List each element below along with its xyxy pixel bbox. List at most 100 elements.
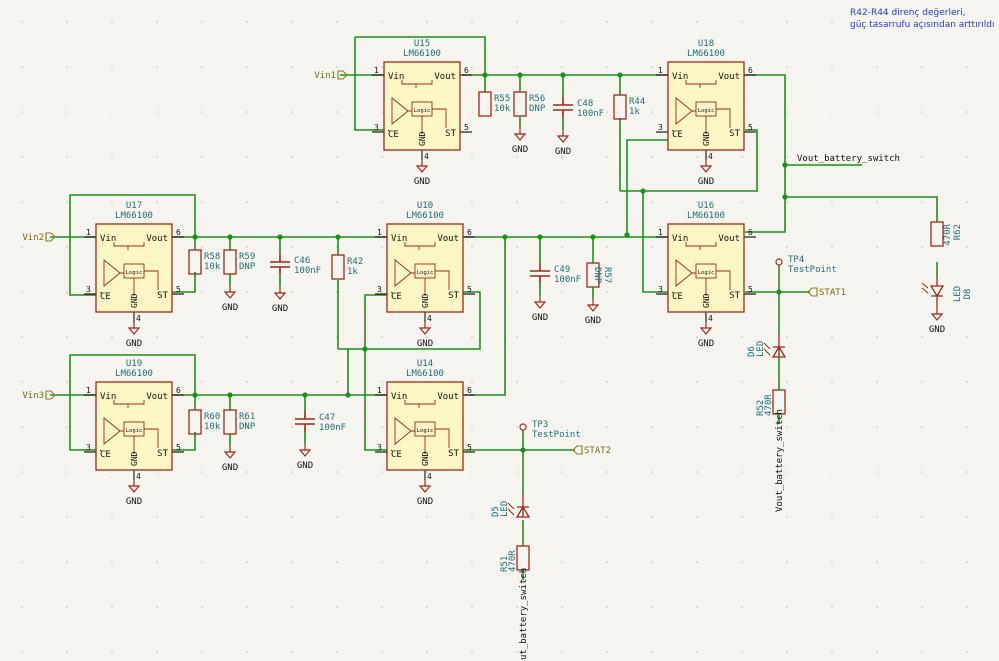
ic-designator: U14	[417, 359, 433, 369]
ic-designator: U19	[126, 359, 142, 369]
junction-dot	[782, 194, 788, 200]
designator: R62	[953, 224, 963, 240]
pin-number: 1	[86, 386, 91, 395]
gnd-symbol: GND	[929, 308, 945, 335]
designator: R51	[500, 556, 510, 572]
pin-number: 4	[427, 472, 432, 481]
value: 10k	[204, 262, 221, 272]
svg-text:R42-R44 direnç değerleri,: R42-R44 direnç değerleri,	[850, 8, 966, 18]
port-stat2[interactable]: STAT2	[572, 445, 611, 456]
pin-number: 5	[464, 123, 469, 132]
pin-vin-label: Vin	[388, 72, 404, 82]
designator: C47	[319, 413, 335, 423]
junction-dot	[537, 234, 543, 240]
pin-gnd-label: GND	[421, 451, 430, 466]
logic-label: Logic	[126, 270, 143, 276]
net-label-vout: Vout_battery_switch	[797, 154, 900, 164]
gnd-label: GND	[222, 463, 238, 473]
designator: D6	[747, 346, 757, 357]
designator: R42	[347, 257, 363, 267]
gnd-symbol: GND	[417, 322, 433, 349]
pin-number: 1	[377, 228, 382, 237]
pin-number: 3	[377, 443, 382, 452]
wire	[745, 74, 786, 233]
gnd-symbol: GND	[297, 444, 313, 471]
ic-designator: U16	[698, 201, 714, 211]
wire	[172, 272, 196, 293]
value: 100nF	[319, 423, 346, 433]
pin-st-label: ST	[445, 129, 456, 139]
gnd-label: GND	[585, 316, 601, 326]
wire	[364, 294, 387, 349]
gnd-symbol: GND	[417, 480, 433, 507]
designator: R52	[756, 400, 766, 416]
logic-label: Logic	[417, 428, 434, 434]
pin-st-label: ST	[157, 291, 168, 301]
pin-st-label: ST	[729, 291, 740, 301]
gnd-symbol: GND	[555, 130, 571, 157]
value: LED	[756, 341, 766, 357]
gnd-label: GND	[417, 339, 433, 349]
ic-designator: U17	[126, 201, 142, 211]
pin-ce-label: CE	[388, 130, 399, 140]
wire	[69, 354, 196, 395]
pin-number: 1	[374, 66, 379, 75]
port-vin2[interactable]: Vin2	[22, 232, 56, 243]
pin-number: 3	[86, 285, 91, 294]
value: 1k	[629, 107, 640, 117]
wire	[642, 191, 668, 293]
port-vin3[interactable]: Vin3	[22, 390, 56, 401]
designator: R44	[629, 97, 645, 107]
pin-number: 5	[467, 285, 472, 294]
pin-gnd-label: GND	[418, 131, 427, 146]
ic-value: LM66100	[406, 211, 444, 221]
pin-vin-label: Vin	[391, 392, 407, 402]
wire	[69, 395, 96, 451]
value: DNP	[239, 422, 256, 432]
gnd-label: GND	[532, 313, 548, 323]
gnd-label: GND	[126, 497, 142, 507]
value: DNP	[239, 262, 256, 272]
wire	[620, 129, 758, 192]
net-label-vout-d5: ut_battery_switch	[519, 568, 529, 660]
pin-vout-label: Vout	[437, 392, 459, 402]
net-label: ut_battery_switch	[519, 568, 529, 660]
junction-dot	[227, 392, 233, 398]
gnd-symbol: GND	[512, 128, 528, 155]
designator: R61	[239, 412, 255, 422]
junction-dot	[590, 234, 596, 240]
ic-value: LM66100	[403, 49, 441, 59]
port-stat1[interactable]: STAT1	[807, 287, 846, 298]
port-vin1[interactable]: Vin1	[314, 70, 348, 81]
pin-vin-label: Vin	[672, 234, 688, 244]
pin-gnd-label: GND	[130, 451, 139, 466]
junction-dot	[482, 72, 488, 78]
